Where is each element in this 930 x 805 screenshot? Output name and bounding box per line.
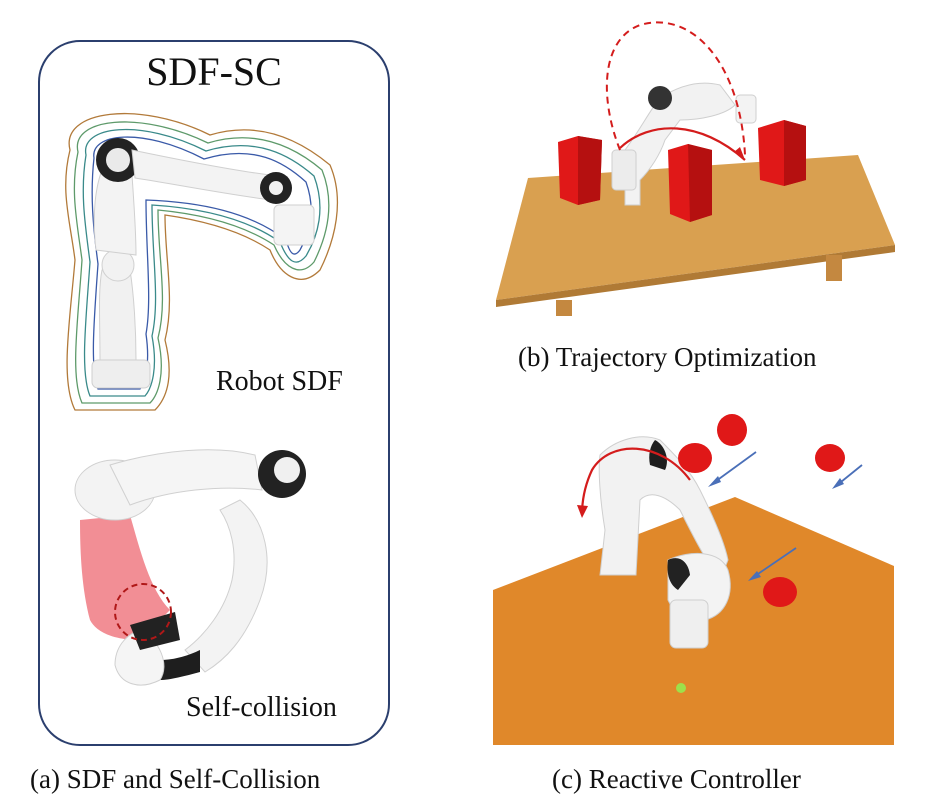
self-collision-label: Self-collision xyxy=(186,692,337,723)
collision-circle xyxy=(114,583,172,641)
moving-obstacle-3 xyxy=(815,444,845,472)
obstacle-box-1 xyxy=(558,136,602,205)
velocity-arrow-3 xyxy=(748,547,797,581)
obstacle-box-2 xyxy=(668,144,712,222)
moving-obstacle-4 xyxy=(763,577,797,607)
sdf-contour-inner xyxy=(91,136,312,390)
velocity-arrow-1 xyxy=(708,451,757,487)
velocity-arrow-2 xyxy=(832,464,863,489)
target-point xyxy=(676,683,686,693)
panel-a-title: SDF-SC xyxy=(146,49,282,94)
sdf-contour-2 xyxy=(73,121,330,404)
sdf-contour-outer xyxy=(65,112,339,411)
caption-c: (c) Reactive Controller xyxy=(552,764,801,794)
caption-b: (b) Trajectory Optimization xyxy=(518,342,817,372)
obstacle-box-3 xyxy=(758,120,806,186)
robot-sdf-label: Robot SDF xyxy=(216,366,343,397)
collision-highlight xyxy=(80,515,170,640)
reactive-trajectory xyxy=(580,447,691,516)
moving-obstacle-2 xyxy=(717,414,747,446)
caption-a: (a) SDF and Self-Collision xyxy=(30,764,321,794)
trajectory-solid xyxy=(619,127,746,161)
sdf-contour-3 xyxy=(82,128,321,397)
moving-obstacle-1 xyxy=(678,443,712,473)
trajectory-dashed xyxy=(605,21,746,156)
